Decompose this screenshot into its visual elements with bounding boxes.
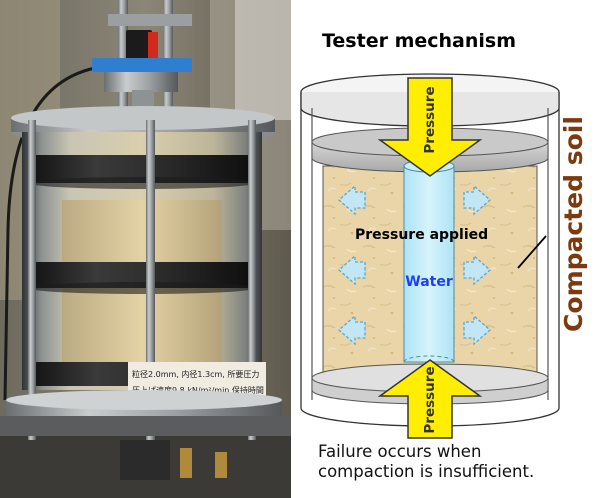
caption-line-1: Failure occurs when [318, 442, 482, 461]
pressure-arrow-right-3 [463, 314, 491, 346]
caption: Failure occurs when compaction is insuff… [318, 442, 600, 482]
pressure-arrow-left-1 [338, 184, 366, 216]
diagram-title: Tester mechanism [321, 30, 517, 52]
pressure-applied-label: Pressure applied [355, 227, 489, 243]
pressure-arrow-up [377, 359, 483, 439]
pressure-arrow-right-1 [463, 184, 491, 216]
water-label: Water [405, 274, 453, 290]
pressure-arrow-left-2 [338, 254, 366, 286]
tester-diagram [300, 73, 560, 439]
pressure-arrow-down [377, 77, 483, 177]
soil-pointer-line [517, 235, 547, 269]
pressure-arrow-right-2 [463, 254, 491, 286]
photo-label-line1: 粒径2.0mm, 内径1.3cm, 所要圧力 [132, 369, 259, 379]
pressure-arrow-left-3 [338, 314, 366, 346]
caption-line-2: compaction is insufficient. [318, 462, 535, 481]
photo-label-line2: 圧上げ速度9.8 kN/m²/min 保持時間 [132, 385, 264, 395]
tester-photo: 粒径2.0mm, 内径1.3cm, 所要圧力 圧上げ速度9.8 kN/m²/mi… [0, 0, 291, 498]
